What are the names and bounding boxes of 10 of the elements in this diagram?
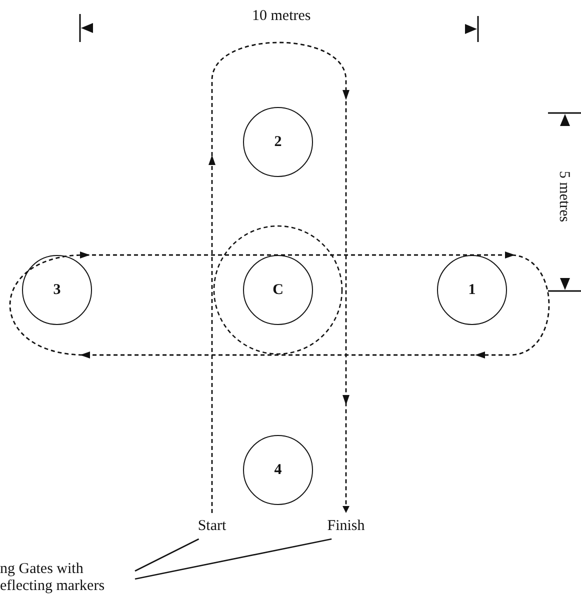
cone-marker: 2	[243, 107, 313, 177]
cone-marker: 1	[437, 255, 507, 325]
course-label: Start	[190, 515, 234, 537]
dimension-label: 5 metres	[555, 170, 572, 222]
annotation-note: ng Gates with eflecting markers	[0, 561, 135, 600]
course-label: Finish	[322, 515, 370, 537]
cone-marker: 4	[243, 435, 313, 505]
dimension-label: 10 metres	[252, 8, 311, 25]
cone-marker: 3	[22, 255, 92, 325]
cone-marker: C	[243, 255, 313, 325]
